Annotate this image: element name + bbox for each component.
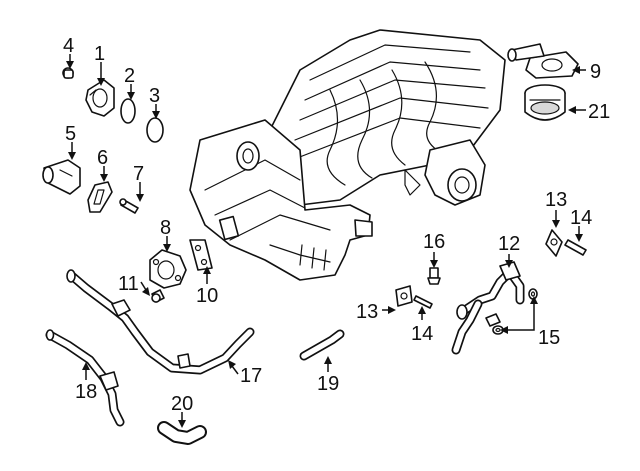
part-19-hose — [299, 329, 345, 361]
part-5-water-outlet — [42, 159, 81, 195]
callout-6: 6 — [97, 147, 108, 169]
part-18-bypass-pipe — [45, 329, 125, 427]
part-6-gasket — [87, 181, 113, 213]
callout-9: 9 — [590, 61, 601, 83]
part-8-housing — [149, 249, 187, 289]
callout-13-lower: 13 — [356, 301, 378, 323]
part-7-stud — [119, 198, 139, 214]
part-10-gasket — [189, 239, 213, 271]
callout-14-lower: 14 — [411, 323, 433, 345]
callout-19: 19 — [317, 373, 339, 395]
callout-11: 11 — [118, 273, 139, 295]
part-21-thermostat — [524, 84, 566, 121]
callout-5: 5 — [65, 123, 76, 145]
callout-15: 15 — [538, 327, 560, 349]
leader-lines — [66, 54, 586, 428]
callout-13-right: 13 — [545, 189, 567, 211]
part-14-stud-right — [564, 239, 587, 256]
callout-labels: 1 2 3 4 5 6 7 8 9 10 11 12 13 13 14 14 1… — [63, 35, 610, 415]
part-9-water-inlet — [507, 43, 579, 79]
part-20-hose — [157, 421, 207, 445]
part-13-gasket-right — [545, 229, 563, 257]
callout-7: 7 — [133, 163, 144, 185]
callout-14-right: 14 — [570, 207, 592, 229]
callout-18: 18 — [75, 381, 97, 403]
callout-4: 4 — [63, 35, 74, 57]
callout-3: 3 — [149, 85, 160, 107]
part-16-sensor — [427, 267, 441, 285]
callout-20: 20 — [171, 393, 193, 415]
part-11-bolt — [151, 289, 165, 303]
callout-17: 17 — [240, 365, 262, 387]
callout-16: 16 — [423, 231, 445, 253]
part-14-stud-lower — [413, 295, 433, 309]
callout-10: 10 — [196, 285, 218, 307]
part-3-o-ring — [146, 117, 164, 143]
part-15-washers — [492, 288, 538, 335]
part-13-gasket-lower — [395, 285, 413, 307]
part-1-thermostat-housing — [85, 79, 115, 117]
callout-12: 12 — [498, 233, 520, 255]
callout-8: 8 — [160, 217, 171, 239]
callout-1: 1 — [94, 43, 105, 65]
callout-2: 2 — [124, 65, 135, 87]
part-4-bolt — [62, 67, 74, 79]
part-2-gasket — [120, 98, 136, 124]
engine-assembly — [189, 29, 506, 281]
part-17-water-pipe — [66, 269, 255, 375]
part-12-water-pipe — [451, 261, 525, 355]
callout-21: 21 — [588, 101, 610, 123]
